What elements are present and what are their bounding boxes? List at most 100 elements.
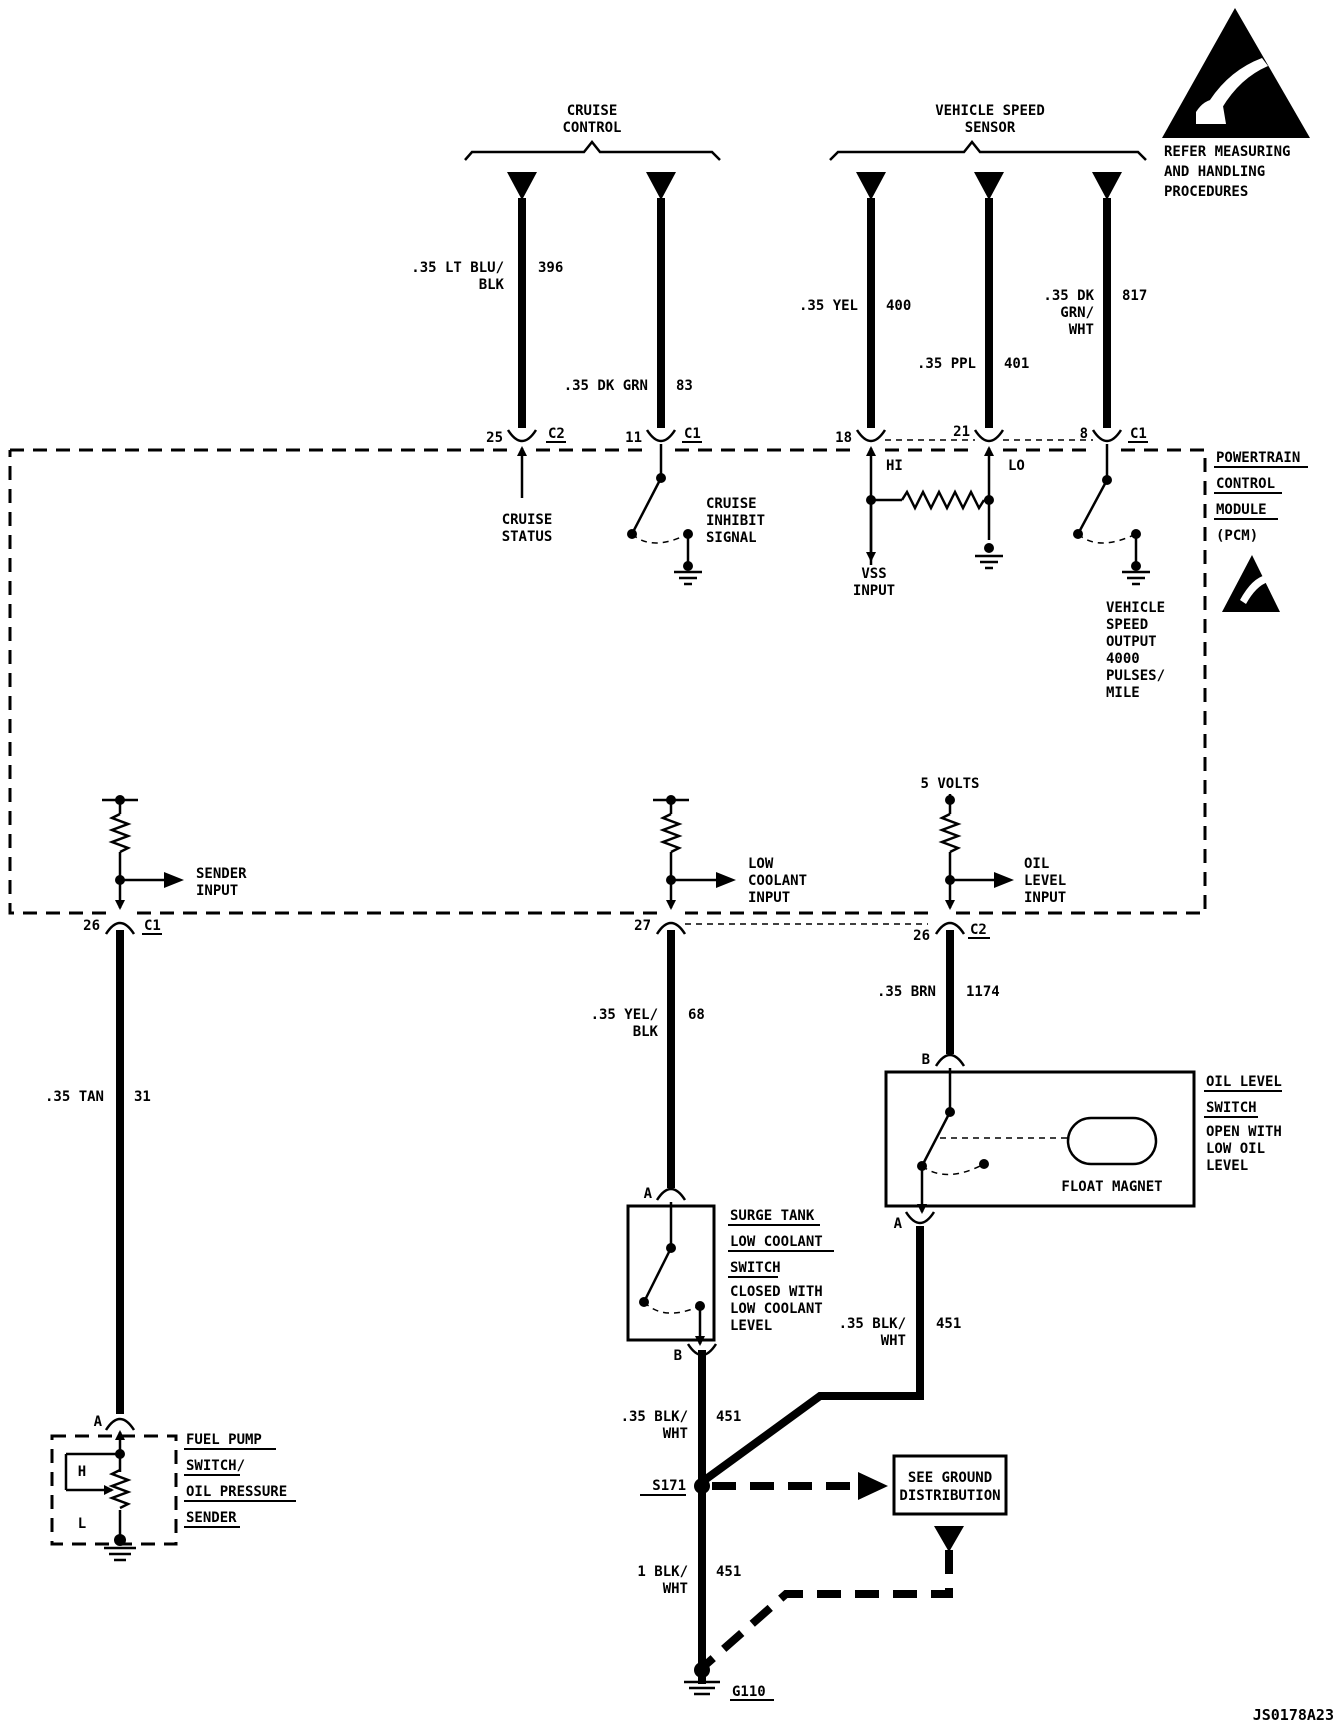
w817-color-1: .35 DK bbox=[1043, 288, 1094, 304]
esd-text-2: AND HANDLING bbox=[1164, 164, 1265, 180]
bottom-connectors bbox=[104, 921, 966, 935]
fuel-pump-h: H bbox=[78, 1464, 86, 1480]
top-wires bbox=[507, 172, 1122, 428]
w451a-color-1: .35 BLK/ bbox=[621, 1409, 688, 1425]
oil-level-input-3: INPUT bbox=[1024, 890, 1066, 906]
w451a-circuit: 451 bbox=[716, 1409, 741, 1425]
w451c-color-2: WHT bbox=[663, 1581, 688, 1597]
pcm-title-4: (PCM) bbox=[1216, 528, 1258, 544]
sender-input-circuit bbox=[102, 795, 184, 910]
oil-level-pin-a: A bbox=[894, 1216, 903, 1232]
cruise-inhibit-2: INHIBIT bbox=[706, 513, 765, 529]
ground-label: G110 bbox=[732, 1684, 766, 1700]
cruise-status-1: CRUISE bbox=[502, 512, 553, 528]
pin-21: 21 bbox=[953, 424, 970, 440]
esd-text-1: REFER MEASURING bbox=[1164, 144, 1290, 160]
lo-label: LO bbox=[1008, 458, 1025, 474]
oil-level-input-circuit bbox=[938, 794, 1014, 910]
pin-26a-conn: C1 bbox=[144, 918, 161, 934]
pin-8-conn: C1 bbox=[1130, 426, 1147, 442]
w68-color-2: BLK bbox=[633, 1024, 659, 1040]
pcm-title-3: MODULE bbox=[1216, 502, 1267, 518]
cruise-control-group: CRUISE CONTROL bbox=[464, 103, 721, 161]
w451a-color-2: WHT bbox=[663, 1426, 688, 1442]
vso-1: VEHICLE bbox=[1106, 600, 1165, 616]
pin-25-conn: C2 bbox=[548, 426, 565, 442]
surge-desc-2: LOW COOLANT bbox=[730, 1301, 823, 1317]
fuel-pump-title-2: SWITCH/ bbox=[186, 1458, 245, 1474]
w451c-circuit: 451 bbox=[716, 1564, 741, 1580]
w83-color: .35 DK GRN bbox=[564, 378, 648, 394]
fuel-pump-title-3: OIL PRESSURE bbox=[186, 1484, 287, 1500]
w396-circuit: 396 bbox=[538, 260, 563, 276]
vss-input-1: VSS bbox=[861, 566, 886, 582]
w68-color-1: .35 YEL/ bbox=[591, 1007, 658, 1023]
w817-color-2: GRN/ bbox=[1060, 305, 1094, 321]
oil-level-title-2: SWITCH bbox=[1206, 1100, 1257, 1116]
see-ground-distribution bbox=[892, 1454, 1008, 1516]
oil-level-desc-2: LOW OIL bbox=[1206, 1141, 1265, 1157]
vss-input-2: INPUT bbox=[853, 583, 895, 599]
w401-color: .35 PPL bbox=[917, 356, 976, 372]
figure-code: JS0178A23 bbox=[1253, 1706, 1334, 1724]
vso-3: OUTPUT bbox=[1106, 634, 1157, 650]
fuel-pump-title-1: FUEL PUMP bbox=[186, 1432, 262, 1448]
pcm-title-2: CONTROL bbox=[1216, 476, 1275, 492]
w451c-color-1: 1 BLK/ bbox=[637, 1564, 688, 1580]
surge-desc-3: LEVEL bbox=[730, 1318, 772, 1334]
oil-level-switch bbox=[884, 1053, 1196, 1225]
sender-input-2: INPUT bbox=[196, 883, 238, 899]
vso-6: MILE bbox=[1106, 685, 1140, 701]
pin-26b: 26 bbox=[913, 928, 930, 944]
w400-circuit: 400 bbox=[886, 298, 911, 314]
surge-title-1: SURGE TANK bbox=[730, 1208, 815, 1224]
cruise-control-label-1: CRUISE bbox=[567, 103, 618, 119]
pcm-boundary bbox=[8, 448, 1207, 915]
top-connectors bbox=[506, 429, 1123, 443]
low-coolant-input-1: LOW bbox=[748, 856, 774, 872]
splice-label: S171 bbox=[652, 1478, 686, 1494]
w68-circuit: 68 bbox=[688, 1007, 705, 1023]
low-coolant-input-3: INPUT bbox=[748, 890, 790, 906]
pin-26b-conn: C2 bbox=[970, 922, 987, 938]
vso-2: SPEED bbox=[1106, 617, 1148, 633]
oil-level-desc-1: OPEN WITH bbox=[1206, 1124, 1282, 1140]
w396-color-2: BLK bbox=[479, 277, 505, 293]
esd-text-3: PROCEDURES bbox=[1164, 184, 1248, 200]
oil-level-input-1: OIL bbox=[1024, 856, 1049, 872]
ground-g110 bbox=[684, 1662, 720, 1696]
vss-input-circuit bbox=[866, 446, 1003, 570]
esd-warning-icon bbox=[1162, 8, 1310, 138]
surge-tank-switch bbox=[626, 1187, 718, 1357]
w1174-color: .35 BRN bbox=[877, 984, 936, 1000]
pcm-esd-icon bbox=[1222, 555, 1280, 612]
pin-27: 27 bbox=[634, 918, 651, 934]
pin-11: 11 bbox=[625, 430, 642, 446]
hi-label: HI bbox=[886, 458, 903, 474]
w451b-circuit: 451 bbox=[936, 1316, 961, 1332]
pin-25: 25 bbox=[486, 430, 503, 446]
low-coolant-input-2: COOLANT bbox=[748, 873, 807, 889]
surge-desc-1: CLOSED WITH bbox=[730, 1284, 823, 1300]
oil-level-title-1: OIL LEVEL bbox=[1206, 1074, 1282, 1090]
w400-color: .35 YEL bbox=[799, 298, 858, 314]
vso-5: PULSES/ bbox=[1106, 668, 1165, 684]
w396-color-1: .35 LT BLU/ bbox=[411, 260, 504, 276]
cruise-inhibit-3: SIGNAL bbox=[706, 530, 757, 546]
pin-11-conn: C1 bbox=[684, 426, 701, 442]
oil-level-desc-3: LEVEL bbox=[1206, 1158, 1248, 1174]
surge-pin-a: A bbox=[644, 1186, 653, 1202]
surge-title-2: LOW COOLANT bbox=[730, 1234, 823, 1250]
fuel-pump-sender bbox=[50, 1417, 178, 1562]
w451b-color-2: WHT bbox=[881, 1333, 906, 1349]
pcm-title-1: POWERTRAIN bbox=[1216, 450, 1300, 466]
w1174-circuit: 1174 bbox=[966, 984, 1000, 1000]
w401-circuit: 401 bbox=[1004, 356, 1029, 372]
float-magnet-label: FLOAT MAGNET bbox=[1061, 1179, 1162, 1195]
pin-26a: 26 bbox=[83, 918, 100, 934]
vss-label-1: VEHICLE SPEED bbox=[935, 103, 1045, 119]
fuel-pump-pin-a: A bbox=[94, 1414, 103, 1430]
vss-label-2: SENSOR bbox=[965, 120, 1016, 136]
fuel-pump-l: L bbox=[78, 1516, 86, 1532]
